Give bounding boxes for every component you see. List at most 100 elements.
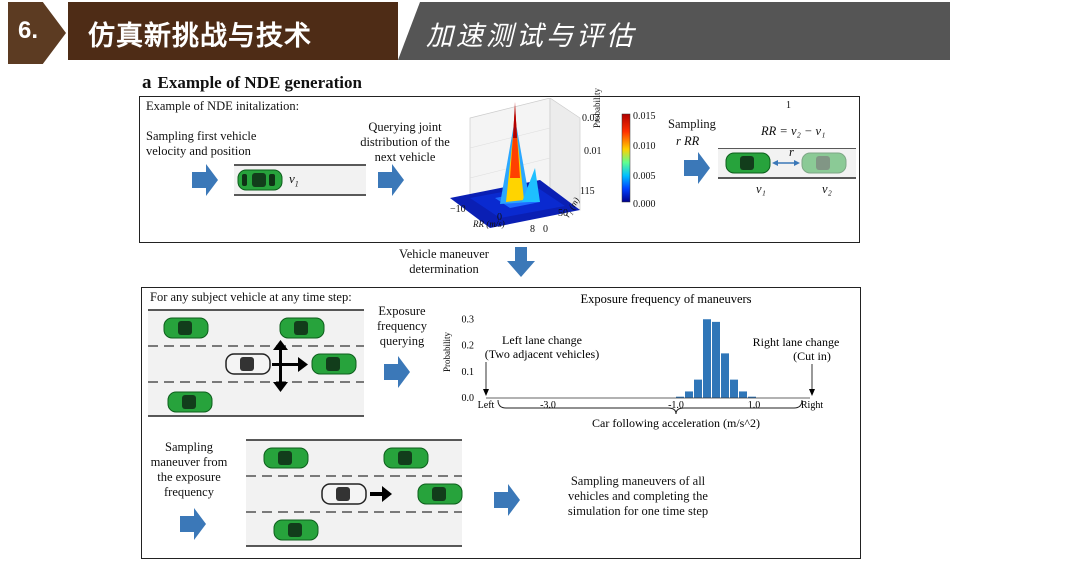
init-panel-title: Example of NDE initalization: <box>146 99 300 113</box>
final-line1: Sampling maneuvers of all <box>570 474 706 488</box>
chart-y-axis-label: Probability <box>442 332 452 372</box>
chart-bars <box>676 319 756 398</box>
y-tick-1: 50 <box>558 208 568 219</box>
chart-x-tick-label: Left <box>478 400 495 411</box>
down-arrow-icon <box>507 247 535 277</box>
maneuver-line2: determination <box>409 262 479 276</box>
right-lane-change-sublabel: (Cut in) <box>793 349 831 363</box>
x-tick-2: 8 <box>530 224 535 235</box>
chart-brace <box>497 399 803 415</box>
flow-arrow-icon <box>378 164 404 196</box>
step2-line2: distribution of the <box>360 135 450 149</box>
r-label: r <box>789 145 794 159</box>
chart-x-tick-label: Right <box>801 400 823 411</box>
chart-bar <box>703 319 711 398</box>
chart-x-tick-label: 1.0 <box>748 400 761 411</box>
flow-arrow-icon <box>494 484 520 516</box>
v1-position-label: v₁ <box>756 182 766 196</box>
sampling-vars: r RR <box>676 134 700 148</box>
vehicle-icon <box>725 152 771 174</box>
v1-label-text: v <box>289 171 295 186</box>
flow-arrow-icon <box>384 356 410 388</box>
colorbar <box>621 113 631 203</box>
v2-position-label: v₂ <box>822 182 832 196</box>
subject-vehicle-icon <box>321 483 367 505</box>
chart-y-tick-label: 0.1 <box>462 367 475 378</box>
maneuver-arrows-icon <box>272 340 308 392</box>
query-line1: Exposure <box>378 304 426 318</box>
flow-arrow-icon <box>684 152 710 184</box>
chart-y-tick-label: 0.2 <box>462 341 475 352</box>
vehicle-icon <box>311 353 357 375</box>
z-tick-0: 0.02 <box>582 113 600 124</box>
y-tick-2: 0 <box>543 224 548 235</box>
z-tick-1: 0.01 <box>584 146 602 157</box>
chart-y-ticks: 0.3 0.2 0.1 0.0 <box>462 314 475 404</box>
vehicle-icon <box>263 447 309 469</box>
chart-bar <box>685 391 693 398</box>
sampling-label: Sampling <box>668 117 716 131</box>
chart-x-ticks: Left -3.0 -1.0 1.0 Right <box>478 400 824 411</box>
joint-distribution-3d-plot <box>450 98 631 228</box>
query-line3: querying <box>379 334 425 348</box>
chart-bar <box>694 379 702 398</box>
vehicle-icon <box>237 169 283 191</box>
right-lane-change-label: Right lane change <box>753 335 840 349</box>
z-axis-label: Probability <box>592 88 602 128</box>
section-label: a <box>142 72 152 93</box>
chart-bar <box>739 391 747 398</box>
final-line2: vehicles and completing the <box>568 489 708 503</box>
sampling-maneuver-text: Sampling maneuver from the exposure freq… <box>146 440 232 500</box>
query-line2: frequency <box>377 319 427 333</box>
step2-line3: next vehicle <box>374 150 436 164</box>
chart-bar <box>748 396 756 398</box>
vehicle-icon <box>417 483 463 505</box>
final-line3: simulation for one time step <box>567 504 709 518</box>
sample-line4: frequency <box>164 485 214 499</box>
vehicle-icon <box>279 317 325 339</box>
left-lane-change-label: Left lane change <box>502 333 582 347</box>
x-axis-label: RR (m/s) <box>473 219 505 229</box>
header-title: 仿真新挑战与技术 <box>88 21 312 52</box>
chart-x-tick-label: -3.0 <box>540 400 556 411</box>
sample-line2: maneuver from <box>150 455 228 469</box>
step2-line1: Querying joint <box>368 120 442 134</box>
subject-vehicle-icon <box>225 353 271 375</box>
colorbar-tick-1: 0.010 <box>633 141 656 152</box>
chart-bar <box>721 353 729 398</box>
bottom-panel-title: For any subject vehicle at any time step… <box>150 290 352 304</box>
vehicle-icon <box>167 391 213 413</box>
chart-bar <box>712 321 720 398</box>
chart-y-tick-label: 0.0 <box>462 393 475 404</box>
x-tick-1: 0 <box>497 212 502 223</box>
maneuver-line1: Vehicle maneuver <box>399 247 489 261</box>
step1-line2: velocity and position <box>146 144 251 158</box>
chart-y-tick-label: 0.3 <box>462 314 475 325</box>
v1-label: v1 <box>289 171 299 189</box>
x-tick-0: −10 <box>450 204 466 215</box>
vehicle-icon <box>163 317 209 339</box>
flow-arrow-icon <box>180 508 206 540</box>
index-label: 1 <box>786 100 791 111</box>
left-lane-change-sublabel: (Two adjacent vehicles) <box>485 347 599 361</box>
exposure-frequency-chart: Exposure frequency of maneuvers Probabil… <box>442 292 840 430</box>
chart-x-tick-label: -1.0 <box>668 400 684 411</box>
next-vehicle-icon <box>801 152 847 174</box>
sampling-drawing <box>684 148 856 184</box>
exposure-query-text: Exposure frequency querying <box>367 304 437 349</box>
vehicle-icon <box>273 519 319 541</box>
step1-line1: Sampling first vehicle <box>146 129 257 143</box>
colorbar-tick-3: 0.000 <box>633 199 656 210</box>
maneuver-determination-text: Vehicle maneuver determination <box>385 247 503 277</box>
sample-line1: Sampling <box>165 440 213 454</box>
colorbar-tick-2: 0.005 <box>633 171 656 182</box>
y-tick-0: 115 <box>580 186 595 197</box>
step1-text: Sampling first vehicle velocity and posi… <box>146 129 256 159</box>
chart-x-axis-label: Car following acceleration (m/s^2) <box>592 416 760 430</box>
colorbar-tick-0: 0.015 <box>633 111 656 122</box>
vehicle-icon <box>383 447 429 469</box>
road-scene-2 <box>180 439 520 547</box>
header-title-bar: 仿真新挑战与技术 <box>68 2 398 60</box>
chart-bar <box>676 396 684 398</box>
section-title-text: Example of NDE generation <box>157 73 362 92</box>
